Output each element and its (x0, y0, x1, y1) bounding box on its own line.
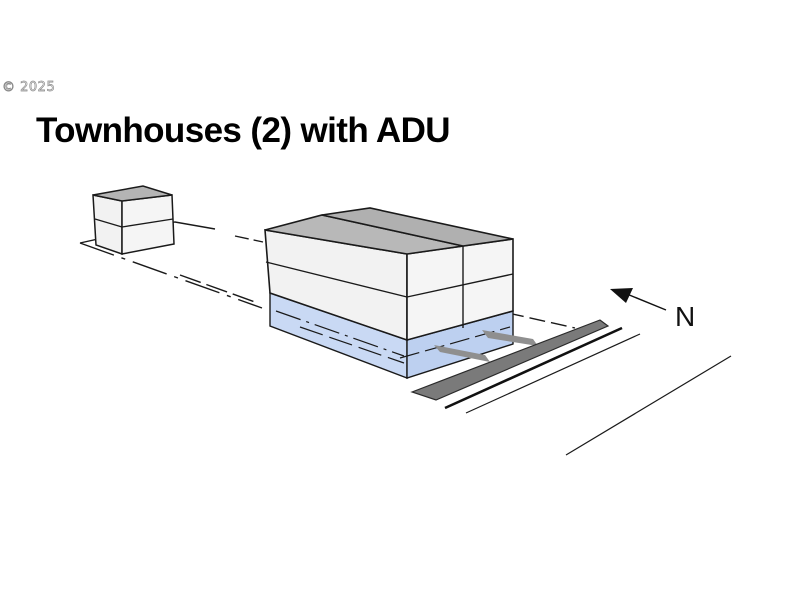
adu-side-face (121, 194, 175, 255)
street-curb-strip (410, 319, 610, 401)
basement-dash-2 (299, 326, 405, 364)
driveway-1 (434, 345, 490, 362)
adu-building (92, 185, 175, 256)
adu-floor-line-side (121, 218, 174, 228)
driveways (434, 330, 538, 362)
townhouse-roof-unit-2 (321, 207, 514, 247)
lot-line-rear-dash (234, 235, 264, 243)
north-arrow: N (610, 288, 695, 332)
adu-front-face (92, 194, 123, 256)
townhouse-block (264, 207, 514, 342)
townhouse-floor-line-front (265, 261, 408, 298)
townhouse-floor-line-side (406, 273, 514, 298)
page-title: Townhouses (2) with ADU (36, 111, 451, 150)
adu-floor-line-front (94, 218, 123, 228)
street-far-line (565, 355, 732, 456)
lot-line-front (507, 312, 576, 329)
basement-level (269, 292, 514, 380)
street-edge-line-1 (444, 326, 623, 410)
basement-dash-1 (275, 310, 405, 357)
street (410, 319, 732, 456)
lot-line-side (79, 242, 263, 309)
north-arrow-head-icon (610, 288, 633, 303)
copyright-watermark: © 2025 (2, 80, 56, 96)
lot-line-side-dash-2 (179, 274, 256, 303)
north-label: N (675, 301, 695, 332)
street-edge-line-2 (465, 333, 641, 414)
adu-roof (92, 185, 173, 202)
driveway-2 (482, 330, 538, 346)
